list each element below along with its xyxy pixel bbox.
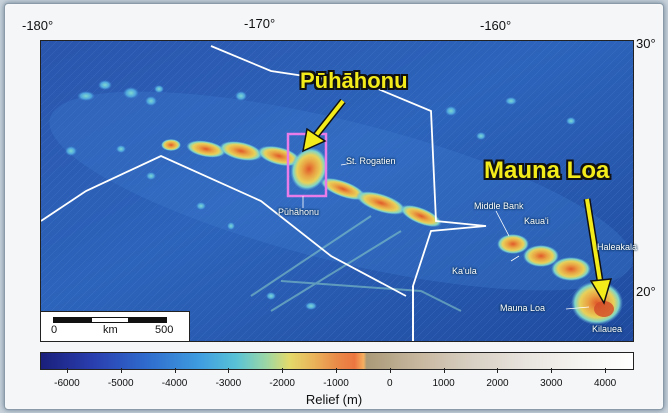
relief-map bbox=[40, 40, 634, 342]
scale-bar: 0 km 500 bbox=[40, 311, 190, 342]
place-st-rogatien: St. Rogatien bbox=[346, 156, 396, 166]
seamounts-northwest bbox=[65, 80, 606, 310]
colorbar-tick-mark bbox=[497, 368, 499, 373]
arrow-puhahonu bbox=[302, 98, 346, 153]
colorbar-tick-label: -6000 bbox=[54, 378, 80, 389]
scale-label-max: 500 bbox=[155, 324, 174, 336]
place-puhahonu: Pūhāhonu bbox=[278, 207, 320, 217]
place-kilauea: Kilauea bbox=[592, 324, 623, 334]
lat-label-30: 30° bbox=[636, 36, 656, 51]
arrow-mauna-loa bbox=[583, 198, 613, 305]
map-svg bbox=[41, 41, 633, 341]
scale-bar-segment-1 bbox=[53, 317, 91, 323]
leader-mauna-loa bbox=[565, 306, 590, 310]
leader-st-rogatien bbox=[340, 162, 354, 166]
colorbar-tick-label: 3000 bbox=[540, 378, 563, 389]
leader-kaula bbox=[510, 255, 520, 262]
lon-label-160: -160° bbox=[480, 18, 512, 33]
colorbar-ticks: -6000 -5000 -4000 -3000 -2000 -1000 0 1000 2000 3… bbox=[40, 368, 634, 392]
colorbar-title: Relief (m) bbox=[305, 392, 363, 407]
colorbar-tick-label: -5000 bbox=[107, 378, 134, 389]
scale-label-unit: km bbox=[103, 324, 118, 336]
relief-colorbar bbox=[40, 352, 634, 370]
northwest-hawaiian-chain bbox=[161, 139, 442, 228]
colorbar-tick-label: -2000 bbox=[269, 378, 295, 389]
colorbar-tick-label: -1000 bbox=[323, 378, 349, 389]
colorbar-tick-label: 1000 bbox=[432, 378, 455, 389]
lon-label-180: -180° bbox=[22, 18, 54, 33]
colorbar-tick-label: 4000 bbox=[593, 378, 617, 389]
colorbar-tick-mark bbox=[443, 368, 445, 373]
colorbar-tick-mark bbox=[605, 368, 607, 373]
lon-label-170: -170° bbox=[244, 16, 276, 31]
place-middle-bank: Middle Bank bbox=[474, 201, 524, 211]
place-haleakala: Haleakala bbox=[597, 242, 638, 252]
callout-mauna-loa: Mauna Loa bbox=[484, 157, 610, 184]
scale-bar-segment-3 bbox=[129, 317, 167, 323]
lat-label-20: 20° bbox=[636, 284, 656, 299]
place-mauna-loa: Mauna Loa bbox=[500, 303, 546, 313]
place-kauai: Kaua'i bbox=[524, 216, 549, 226]
colorbar-tick-label: -4000 bbox=[161, 378, 188, 389]
colorbar-tick-mark bbox=[66, 368, 68, 373]
colorbar-tick-mark bbox=[551, 368, 553, 373]
colorbar-tick-mark bbox=[389, 368, 391, 373]
colorbar-tick-mark bbox=[336, 368, 337, 373]
colorbar-tick-mark bbox=[228, 368, 230, 373]
scale-bar-segment-2 bbox=[91, 317, 129, 323]
leader-middle-bank bbox=[495, 210, 510, 237]
colorbar-tick-label: 2000 bbox=[486, 378, 509, 389]
main-hawaiian-islands bbox=[497, 234, 623, 325]
colorbar-tick-label: -3000 bbox=[215, 378, 242, 389]
colorbar-tick-label: 0 bbox=[387, 378, 393, 389]
place-kaula: Ka'ula bbox=[452, 266, 477, 276]
fracture-zones bbox=[250, 215, 462, 312]
scale-label-min: 0 bbox=[51, 324, 58, 336]
callout-puhahonu: Pūhāhonu bbox=[300, 68, 408, 93]
monument-boundary-line bbox=[41, 45, 487, 341]
colorbar-tick-mark bbox=[120, 368, 122, 373]
colorbar-tick-mark bbox=[282, 368, 284, 373]
colorbar-tick-mark bbox=[174, 368, 176, 373]
